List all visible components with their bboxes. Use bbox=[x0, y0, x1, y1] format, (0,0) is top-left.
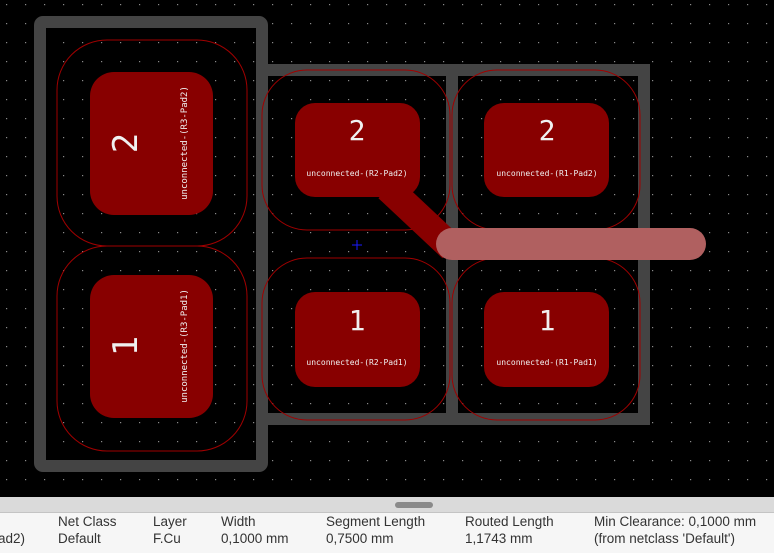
segment-length-label: Segment Length bbox=[326, 514, 426, 529]
clearance-value: (from netclass 'Default') bbox=[594, 531, 735, 546]
pad-number: 2 bbox=[106, 133, 146, 153]
pad-net-label: unconnected-(R3-Pad1) bbox=[180, 289, 190, 403]
pad-number: 2 bbox=[349, 114, 366, 147]
pad-net-label: unconnected-(R3-Pad2) bbox=[180, 86, 190, 200]
net-value: ad2) bbox=[0, 531, 26, 546]
pad-r1-1[interactable]: 1 unconnected-(R1-Pad1) bbox=[484, 292, 609, 387]
pad-r2-2[interactable]: 2 unconnected-(R2-Pad2) bbox=[295, 103, 420, 197]
crosshair-cursor-icon bbox=[352, 240, 362, 250]
clearance-label: Min Clearance: 0,1000 mm bbox=[594, 514, 757, 529]
pad-r2-1[interactable]: 1 unconnected-(R2-Pad1) bbox=[295, 292, 420, 387]
status-routed-length: Routed Length 1,1743 mm bbox=[465, 513, 554, 547]
pad-net-label: unconnected-(R2-Pad2) bbox=[306, 169, 407, 178]
splitter-handle[interactable] bbox=[395, 502, 433, 508]
pad-net-label: unconnected-(R2-Pad1) bbox=[306, 358, 407, 367]
status-net: ad2) bbox=[0, 513, 25, 547]
layer-value: F.Cu bbox=[153, 531, 181, 546]
status-width: Width 0,1000 mm bbox=[221, 513, 289, 547]
status-clearance: Min Clearance: 0,1000 mm (from netclass '… bbox=[594, 513, 756, 547]
segment-length-value: 0,7500 mm bbox=[326, 531, 394, 546]
pad-net-label: unconnected-(R1-Pad1) bbox=[496, 358, 597, 367]
status-segment-length: Segment Length 0,7500 mm bbox=[326, 513, 425, 547]
net-class-label: Net Class bbox=[58, 514, 117, 529]
width-value: 0,1000 mm bbox=[221, 531, 289, 546]
routed-length-value: 1,1743 mm bbox=[465, 531, 533, 546]
pad-r3-1[interactable]: 1 unconnected-(R3-Pad1) bbox=[90, 275, 213, 418]
net-class-value: Default bbox=[58, 531, 101, 546]
pad-r3-2[interactable]: 2 unconnected-(R3-Pad2) bbox=[90, 72, 213, 215]
layer-label: Layer bbox=[153, 514, 187, 529]
pad-number: 1 bbox=[349, 304, 366, 337]
pad-r1-2[interactable]: 2 unconnected-(R1-Pad2) bbox=[484, 103, 609, 197]
routed-length-label: Routed Length bbox=[465, 514, 554, 529]
pcb-canvas[interactable]: 2 unconnected-(R3-Pad2) 1 unconnected-(R… bbox=[0, 0, 774, 497]
width-label: Width bbox=[221, 514, 256, 529]
clearance-outlines bbox=[56, 39, 641, 452]
pad-number: 1 bbox=[539, 304, 556, 337]
pad-number: 1 bbox=[106, 336, 146, 356]
panel-splitter[interactable] bbox=[0, 497, 774, 513]
pad-net-label: unconnected-(R1-Pad2) bbox=[496, 169, 597, 178]
pad-number: 2 bbox=[539, 114, 556, 147]
